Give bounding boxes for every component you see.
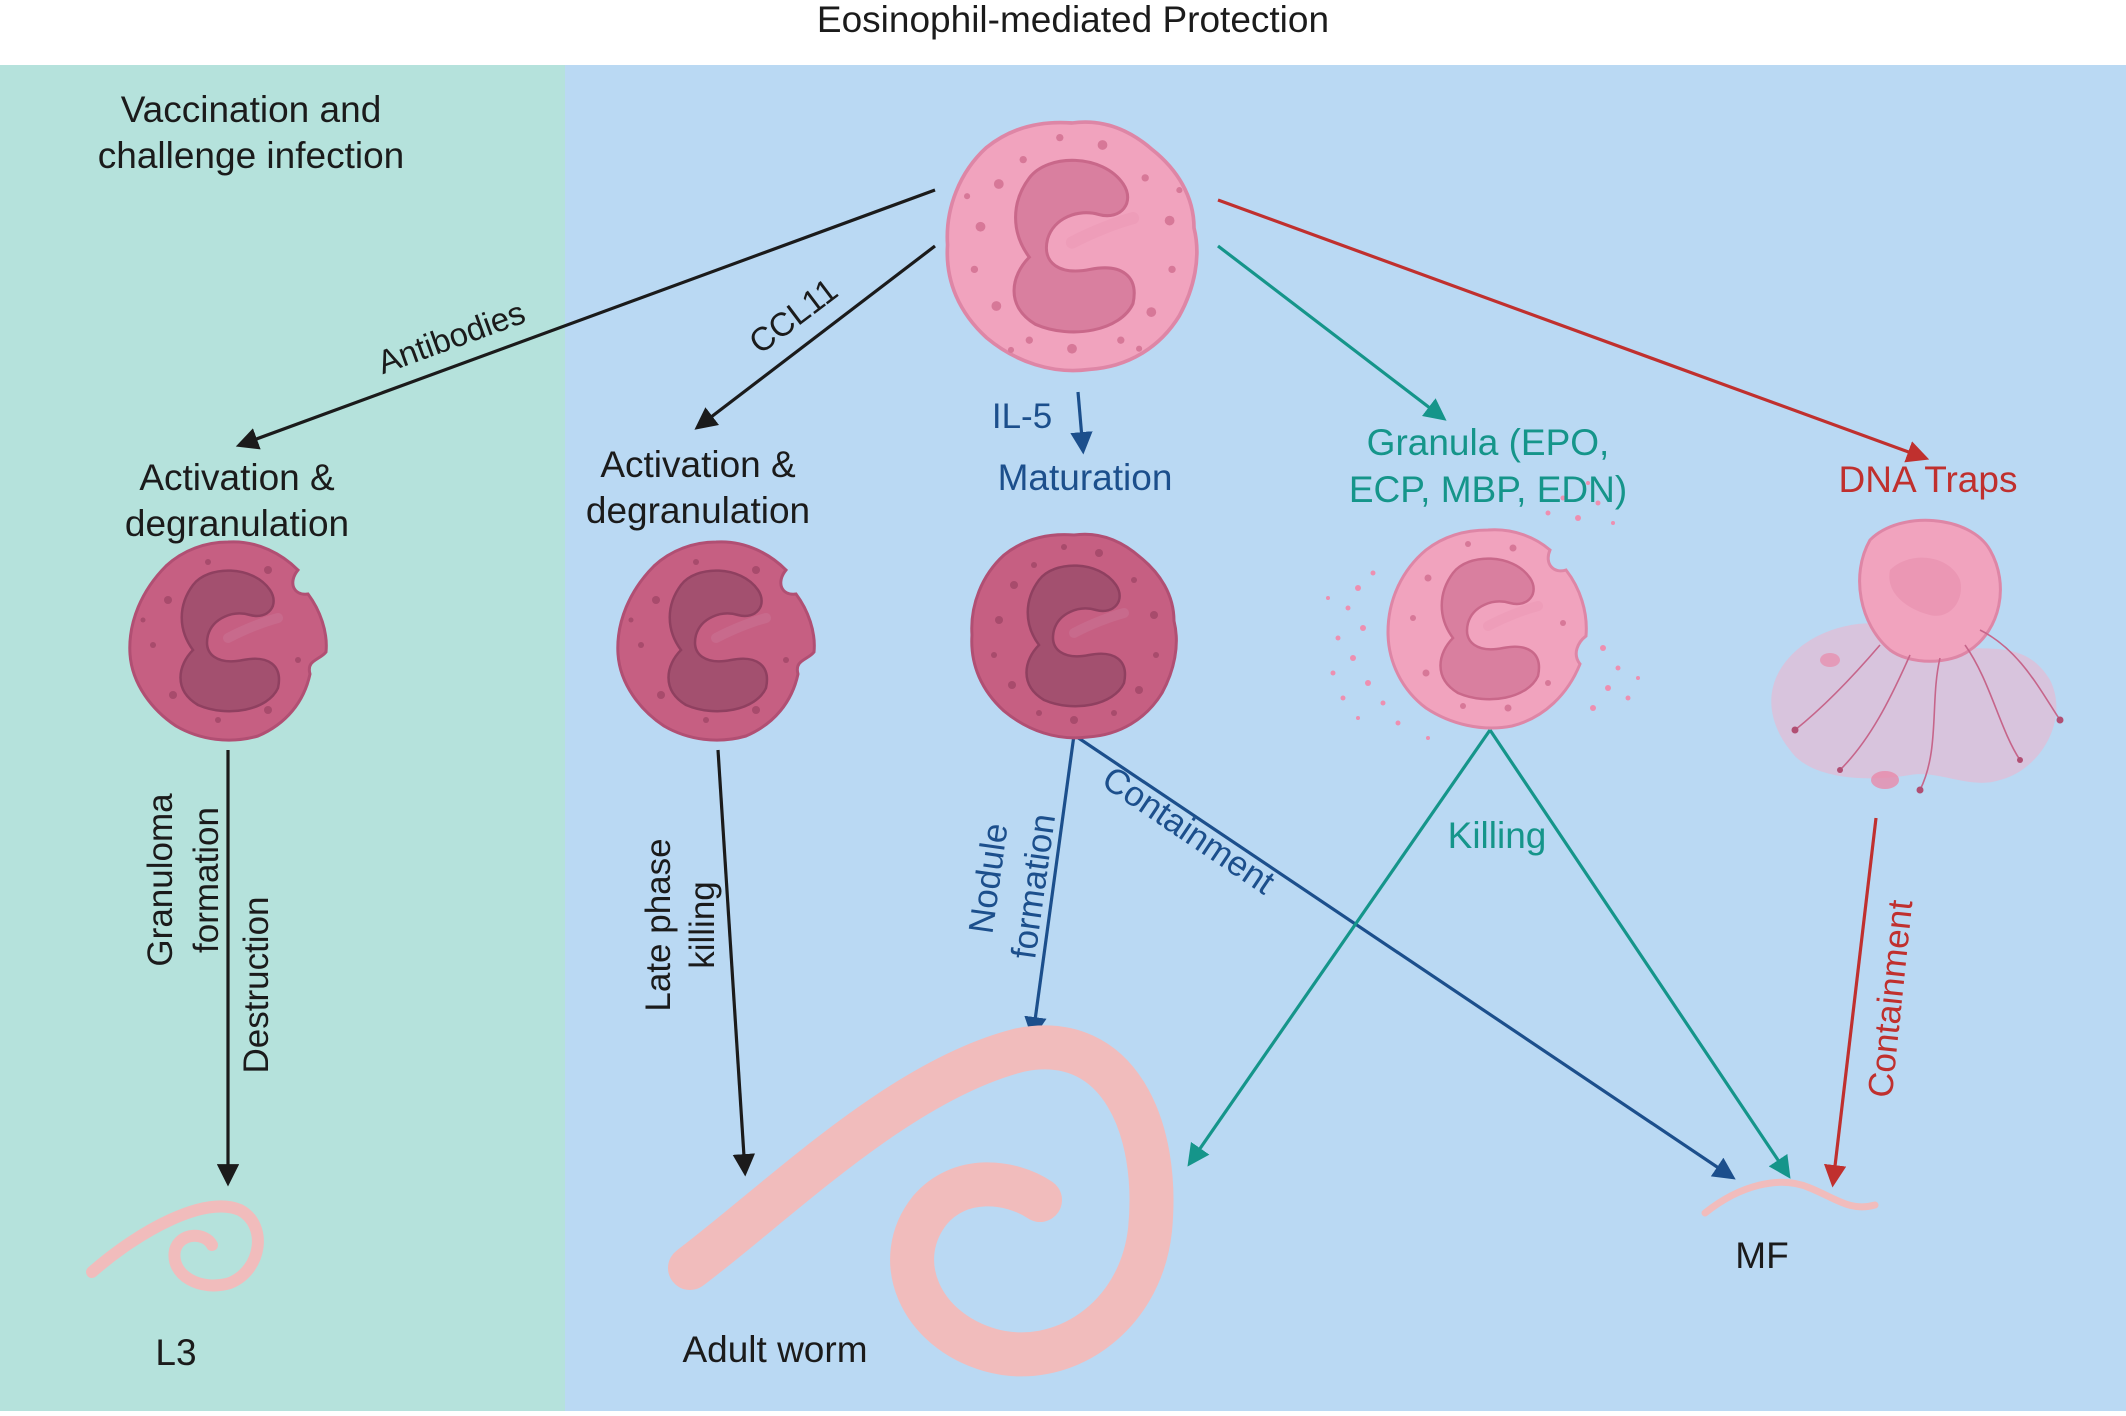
left-panel-background bbox=[0, 65, 565, 1411]
label-granuloma-line1: Granuloma bbox=[141, 793, 180, 967]
adult-worm-icon bbox=[668, 1025, 1174, 1377]
label-granula-line2: ECP, MBP, EDN) bbox=[1349, 469, 1627, 510]
arrow-killing-to-mf bbox=[1488, 729, 1791, 1179]
label-granuloma-line2: formation bbox=[187, 807, 226, 953]
eosinophil-top-icon bbox=[945, 120, 1199, 373]
diagram-title: Eosinophil-mediated Protection bbox=[817, 0, 1329, 40]
label-late-phase-line2: killing bbox=[683, 881, 722, 969]
left-panel-heading-line1: Vaccination and bbox=[121, 89, 382, 130]
label-destruction: Destruction bbox=[237, 896, 276, 1073]
label-mf: MF bbox=[1735, 1235, 1788, 1276]
label-il5: IL-5 bbox=[992, 397, 1052, 436]
label-maturation: Maturation bbox=[998, 457, 1173, 498]
label-adult-worm: Adult worm bbox=[682, 1329, 867, 1370]
arrow-containment-red bbox=[1823, 817, 1878, 1188]
label-killing: Killing bbox=[1448, 815, 1547, 856]
eosinophil-mature-icon bbox=[970, 532, 1178, 740]
label-activation-middle-line2: degranulation bbox=[586, 490, 810, 531]
label-activation-left-line1: Activation & bbox=[139, 457, 335, 498]
arrow-ccl11 bbox=[694, 244, 936, 430]
label-l3: L3 bbox=[155, 1332, 196, 1373]
arrow-dna-traps bbox=[1217, 198, 1930, 463]
arrow-antibodies bbox=[235, 188, 936, 450]
arrow-containment-navy bbox=[1073, 733, 1736, 1180]
l3-larva-icon bbox=[86, 1200, 264, 1292]
label-activation-left-line2: degranulation bbox=[125, 503, 349, 544]
eosinophil-degranulating-icon bbox=[1326, 481, 1640, 740]
arrow-late-phase-killing bbox=[716, 749, 756, 1177]
eosinophil-activated-left-icon bbox=[128, 540, 328, 742]
microfilaria-icon bbox=[1701, 1178, 1879, 1217]
label-activation-middle-line1: Activation & bbox=[600, 444, 796, 485]
label-granula-line1: Granula (EPO, bbox=[1367, 422, 1610, 463]
dna-trap-icon bbox=[1771, 518, 2064, 794]
eosinophil-activated-middle-icon bbox=[616, 540, 816, 742]
arrow-killing-to-adult bbox=[1187, 729, 1492, 1167]
arrow-nodule-formation bbox=[1024, 734, 1076, 1040]
arrows-layer bbox=[216, 188, 1930, 1188]
arrow-granula bbox=[1217, 244, 1447, 421]
label-dna-traps: DNA Traps bbox=[1839, 459, 2018, 500]
left-panel-heading-line2: challenge infection bbox=[98, 135, 405, 176]
arrow-il5 bbox=[1070, 391, 1093, 455]
label-late-phase-line1: Late phase bbox=[639, 838, 678, 1011]
